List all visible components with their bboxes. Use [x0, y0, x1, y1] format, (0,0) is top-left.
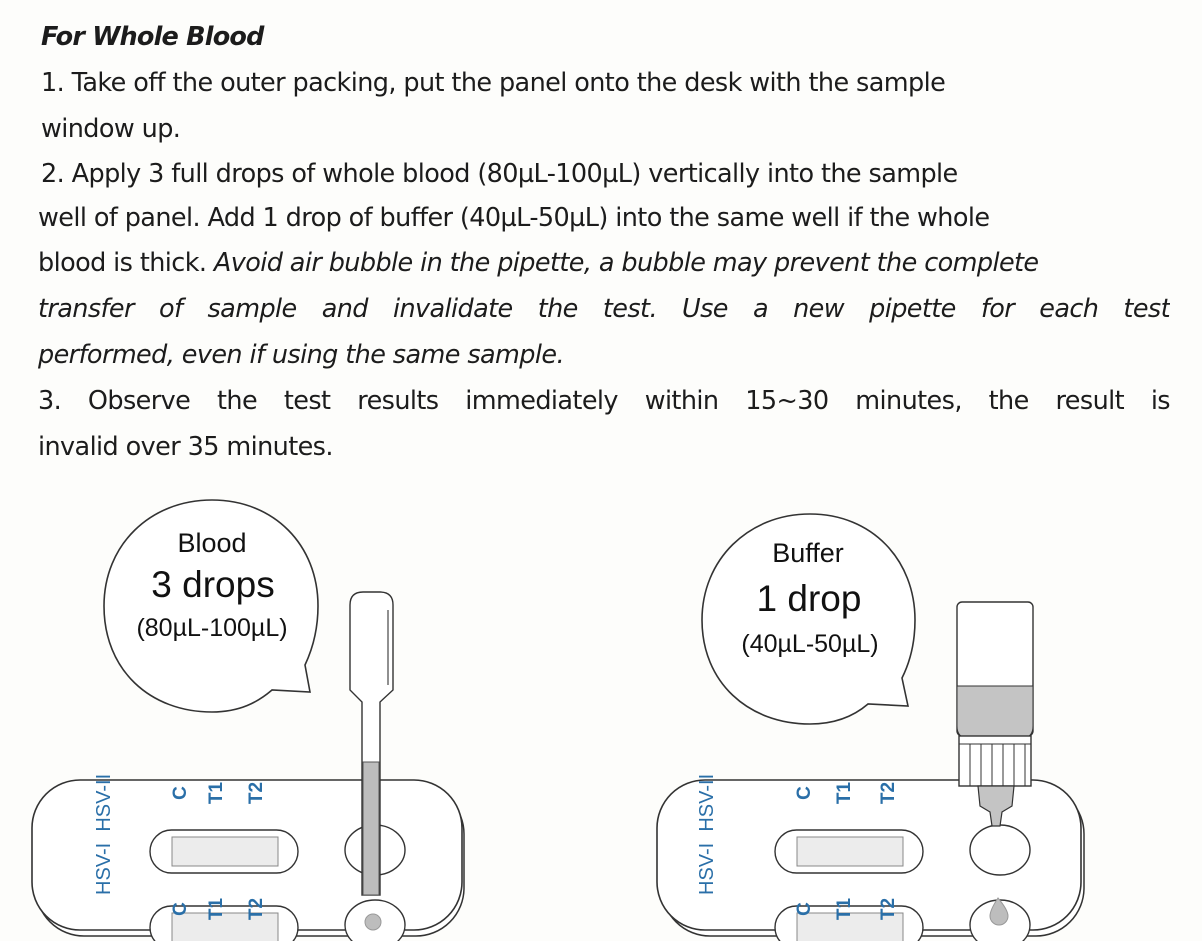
blood-diagram-graphic — [31, 499, 465, 941]
upper-well-icon — [969, 824, 1031, 876]
step-2-line-3-normal: blood is thick. — [38, 248, 214, 278]
strip-top-labels: C T1 T2 — [170, 781, 274, 805]
section-heading: For Whole Blood — [41, 22, 264, 52]
dropper-bottle-icon — [956, 601, 1034, 827]
instructions-text: For Whole Blood 1. Take off the outer pa… — [38, 14, 1170, 470]
label-c: C — [793, 786, 815, 800]
speech-bubble-icon — [103, 499, 319, 713]
label-c: C — [169, 902, 191, 916]
buffer-diagram-graphic — [656, 513, 1085, 941]
label-t2: T2 — [246, 897, 268, 921]
strip-bottom-labels: C T1 T2 — [794, 897, 908, 921]
buffer-application-diagram: Buffer 1 drop (40µL-50µL) HSV-I HSV-II C… — [600, 480, 1202, 941]
step-2-line-3: blood is thick. Avoid air bubble in the … — [38, 240, 1170, 286]
step-1-line-2: window up. — [41, 114, 181, 144]
label-t2: T2 — [878, 781, 900, 805]
label-c: C — [169, 786, 191, 800]
bubble-amount: 1 drop — [756, 578, 862, 619]
panel-side-label: HSV-I HSV-II — [696, 773, 718, 895]
label-t1: T1 — [833, 781, 855, 805]
step-2-line-3-italic: Avoid air bubble in the pipette, a bubbl… — [213, 248, 1039, 278]
label-t1: T1 — [205, 781, 227, 805]
strip-bottom-labels: C T1 T2 — [170, 897, 274, 921]
speech-bubble-icon — [701, 513, 916, 725]
drop-icon — [989, 897, 1009, 926]
bubble-label: Buffer — [772, 538, 844, 568]
bubble-volume: (40µL-50µL) — [741, 630, 879, 658]
step-2-line-1: 2. Apply 3 full drops of whole blood (80… — [41, 159, 958, 189]
strip-top-labels: C T1 T2 — [794, 781, 908, 805]
panel-side-label: HSV-I HSV-II — [93, 773, 115, 895]
label-t2: T2 — [246, 781, 268, 805]
label-c: C — [793, 902, 815, 916]
label-t1: T1 — [205, 897, 227, 921]
blood-application-diagram: Blood 3 drops (80µL-100µL) HSV-I HSV-II … — [0, 480, 600, 941]
test-strip-window-bottom — [774, 905, 924, 941]
step-2-line-4: transfer of sample and invalidate the te… — [38, 294, 1170, 324]
test-strip-window-bottom — [149, 905, 299, 941]
step-1-line-1: 1. Take off the outer packing, put the p… — [41, 68, 946, 98]
bubble-volume: (80µL-100µL) — [136, 614, 288, 642]
step-2-line-5: performed, even if using the same sample… — [38, 340, 565, 370]
label-t2: T2 — [878, 897, 900, 921]
test-strip-window-top — [774, 829, 924, 874]
step-3-line-1: 3. Observe the test results immediately … — [38, 386, 1170, 416]
bubble-amount: 3 drops — [151, 564, 275, 605]
step-3-line-2: invalid over 35 minutes. — [38, 432, 333, 462]
pipette-icon — [349, 591, 394, 896]
bubble-label: Blood — [177, 528, 247, 558]
step-2-line-2: well of panel. Add 1 drop of buffer (40µ… — [38, 203, 990, 233]
label-t1: T1 — [833, 897, 855, 921]
drop-icon — [364, 913, 382, 931]
test-strip-window-top — [149, 829, 299, 874]
